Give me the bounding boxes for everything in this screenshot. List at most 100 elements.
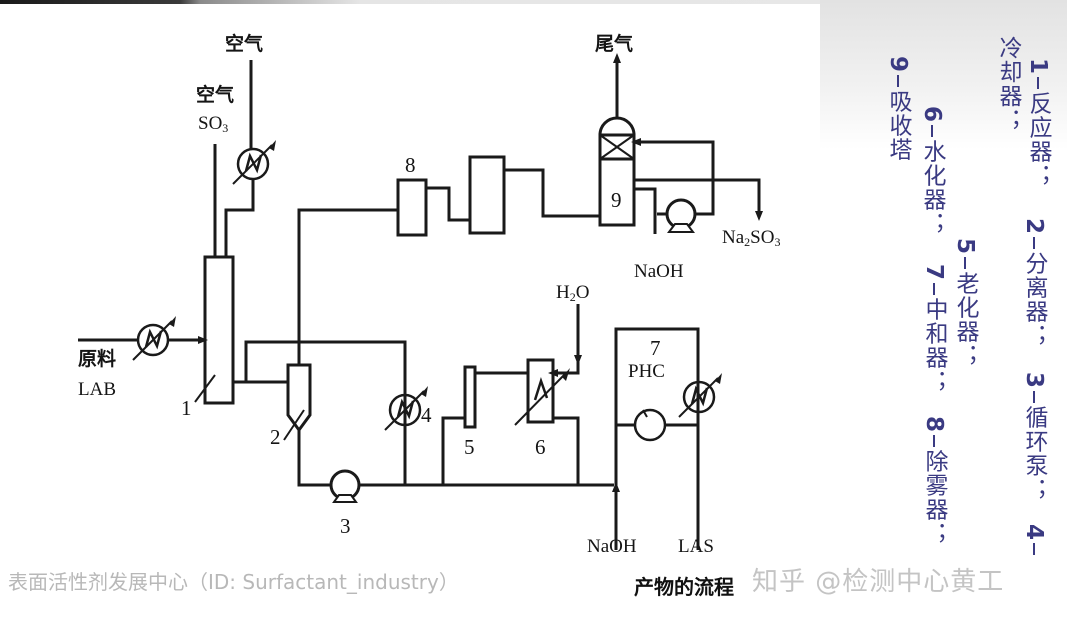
naoh-absorber-line xyxy=(634,187,657,234)
reactor-1 xyxy=(203,255,235,405)
legend-item-5: 5 老化器； xyxy=(952,238,978,368)
legend-item-2: 2 分离器； xyxy=(1021,218,1047,348)
legend-index-9: 9 xyxy=(885,56,911,74)
legend-cooler-text: 冷却器； xyxy=(995,36,1021,132)
legend-dash xyxy=(1037,77,1039,90)
neutralizer-heat-exchanger-icon xyxy=(677,371,724,419)
separator-2-leader xyxy=(283,409,305,441)
watermark-zhihu: 知乎 @检测中心黄工 xyxy=(752,567,1005,597)
legend-dash xyxy=(897,75,899,88)
h2o-line xyxy=(548,304,580,377)
so3-text: SO xyxy=(198,113,223,134)
equipment-number-2: 2 xyxy=(270,425,281,449)
equipment-number-4: 4 xyxy=(421,403,432,427)
h2o-o: O xyxy=(575,282,590,303)
absorber-pump-line xyxy=(657,196,715,216)
equipment-number-8: 8 xyxy=(405,153,416,177)
legend-dash xyxy=(964,257,966,270)
air-cooler-icon xyxy=(231,138,278,186)
equipment-number-7: 7 xyxy=(650,336,661,360)
legend-index-5: 5 xyxy=(952,238,978,256)
raw-material-label: 原料 xyxy=(78,348,117,370)
tail-gas-label: 尾气 xyxy=(595,33,634,55)
na2so3-so: SO xyxy=(750,227,775,248)
absorber-9 xyxy=(598,157,636,227)
legend-item-3: 3 循环泵； xyxy=(1021,372,1047,502)
legend-item-9: 9 吸收塔 xyxy=(885,56,911,162)
legend-text-2: 分离器； xyxy=(1021,251,1047,348)
legend-index-8: 8 xyxy=(921,416,947,434)
process-flow-diagram: 空气 空气 SO3 原料 LAB 尾气 NaOH Na2SO3 H2O NaOH… xyxy=(78,33,780,599)
separator-2 xyxy=(286,363,312,433)
demister-8b xyxy=(468,155,506,235)
legend-cooler-tail: 冷却器； xyxy=(995,36,1021,132)
legend-text-5: 老化器； xyxy=(952,271,978,368)
las-label: LAS xyxy=(678,536,714,557)
phc-label: PHC xyxy=(628,361,665,382)
equipment-number-6: 6 xyxy=(535,435,546,459)
air-top-label: 空气 xyxy=(225,33,264,55)
h2o-sub: 2 xyxy=(569,290,576,304)
diagram-lines xyxy=(78,53,763,550)
legend-dash xyxy=(933,435,935,448)
legend-index-6: 6 xyxy=(919,106,945,124)
legend-item-7: 7 中和器； xyxy=(921,264,947,394)
na2so3-outlet xyxy=(634,178,763,221)
legend-index-3: 3 xyxy=(1021,372,1047,390)
naoh-neutralizer-label: NaOH xyxy=(587,536,637,557)
aging-loop xyxy=(441,416,465,485)
equipment-number-1: 1 xyxy=(181,396,192,420)
lab-heater-icon xyxy=(131,314,178,362)
legend-item-6: 6 水化器； xyxy=(919,106,945,236)
legend-item-1: 1 反应器； xyxy=(1025,58,1051,188)
legend-text-8: 除雾器； xyxy=(921,449,947,546)
legend-item-8: 8 除雾器； xyxy=(921,416,947,546)
legend-text-6: 水化器； xyxy=(919,139,945,236)
na2so3-label: Na2SO3 xyxy=(722,228,780,248)
equipment-number-3: 3 xyxy=(340,514,351,538)
legend-dash xyxy=(1033,237,1035,250)
legend-dash xyxy=(933,283,935,296)
reactor-1-leader xyxy=(194,374,216,403)
absorber-recycle xyxy=(631,138,715,196)
recycle-loop-top xyxy=(244,340,407,385)
absorber-9-dome xyxy=(598,116,636,137)
legend-index-2: 2 xyxy=(1021,218,1047,236)
demister-to-absorber xyxy=(504,168,600,218)
legend-text-3: 循环泵； xyxy=(1021,405,1047,502)
na2so3-na: Na xyxy=(722,227,745,248)
legend-text-9: 吸收塔 xyxy=(885,89,911,162)
h2o-h: H xyxy=(556,282,570,303)
lab-label: LAB xyxy=(78,379,116,400)
naoh-absorber-label: NaOH xyxy=(634,261,684,282)
watermark-source: 表面活性剂发展中心（ID: Surfactant_industry） xyxy=(8,570,459,594)
legend-dash xyxy=(1033,543,1035,556)
h2o-label: H2O xyxy=(556,283,589,303)
na2so3-sub: 2 xyxy=(744,235,751,249)
top-image-strip xyxy=(0,0,1067,4)
phc-pump xyxy=(633,408,667,442)
legend-text-7: 中和器； xyxy=(921,297,947,394)
demister-link xyxy=(426,186,470,222)
so3-subscript: 3 xyxy=(222,121,229,135)
demister-8 xyxy=(396,178,428,237)
legend-item-4: 4 xyxy=(1021,524,1047,557)
diagram-caption: 产物的流程 xyxy=(634,575,734,599)
air-cooler-outlet xyxy=(224,180,255,257)
equipment-number-5: 5 xyxy=(464,435,475,459)
legend-index-7: 7 xyxy=(921,264,947,282)
separator-to-pump xyxy=(297,430,330,487)
legend-text-1: 反应器； xyxy=(1025,91,1051,188)
aging-5 xyxy=(463,365,477,429)
separator-gas-line xyxy=(297,208,398,365)
legend-dash xyxy=(931,125,933,138)
legend-panel xyxy=(820,0,1067,619)
neutralizer-loop xyxy=(614,327,700,550)
equipment-number-9: 9 xyxy=(611,188,622,212)
na2so3-sub2: 3 xyxy=(774,235,781,249)
legend-dash xyxy=(1033,391,1035,404)
legend-index-4: 4 xyxy=(1021,524,1047,542)
hydrolysis-outlet xyxy=(553,416,580,485)
legend-index-1: 1 xyxy=(1025,58,1051,76)
so3-label: SO3 xyxy=(198,114,228,134)
